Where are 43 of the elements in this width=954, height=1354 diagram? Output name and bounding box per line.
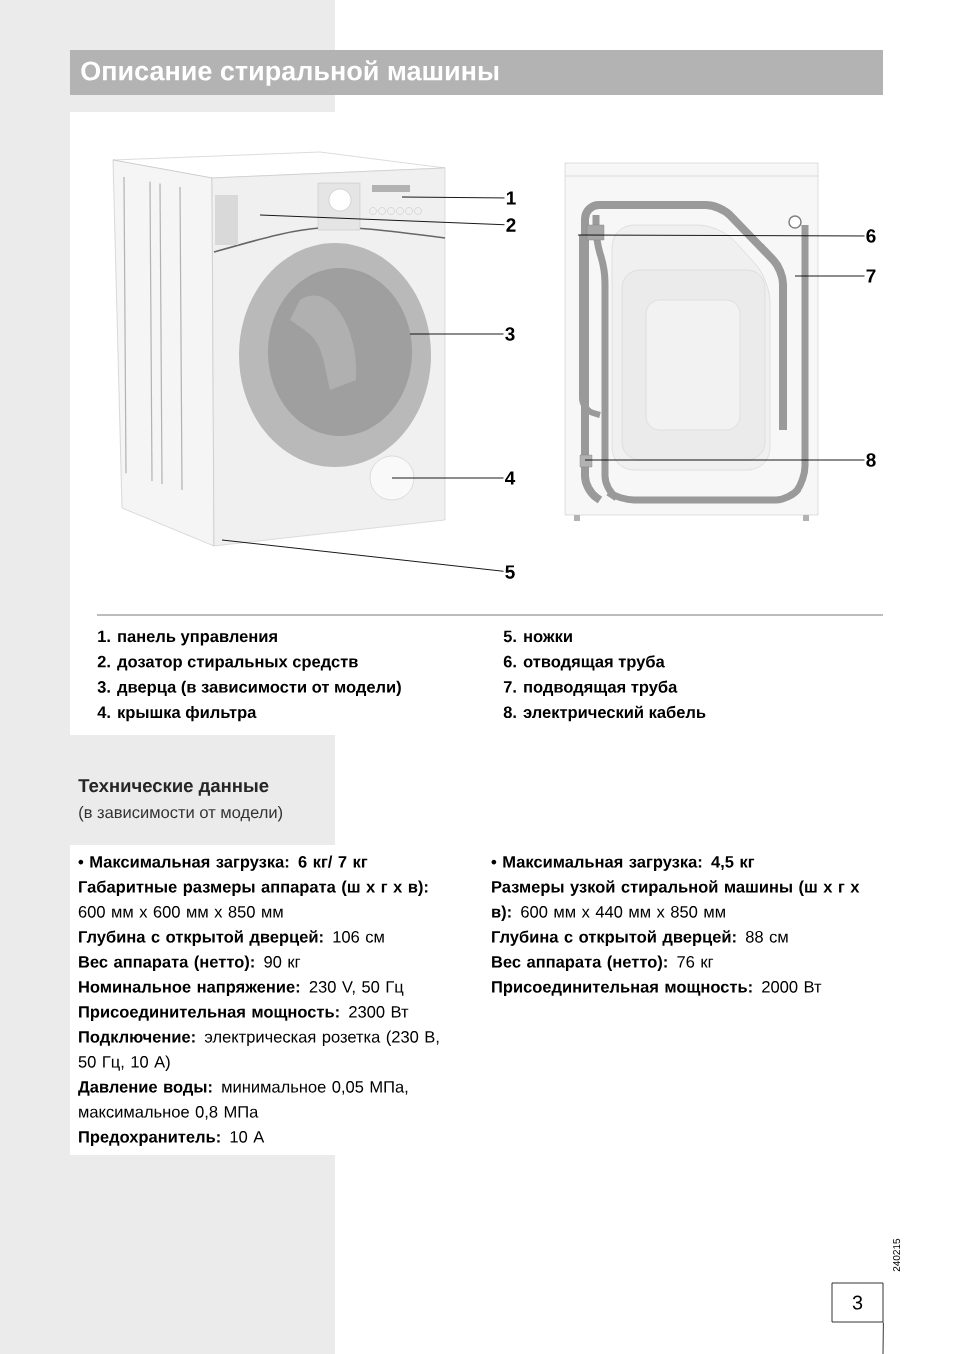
spec-line: Габаритные размеры аппарата (ш x г x в): 600 мм x 600 мм x 850 мм [78,880,428,918]
leader-line [409,333,504,335]
callout-number: 5 [505,565,515,579]
spec-line: Предохранитель: 10 А [79,1131,265,1146]
callout-number: 2 [506,218,516,232]
leader-line [794,275,865,277]
parts-list-item: 1. панель управления [98,630,277,646]
leader-line [584,459,865,461]
document-code: 240215 [893,1238,901,1272]
parts-list-item: 8. электрический кабель [503,705,706,722]
leader-line [391,477,504,479]
spec-line: Вес аппарата (нетто): 90 кг [79,955,301,971]
leader-line [401,196,505,199]
spec-line: Номинальное напряжение: 230 V, 50 Гц [79,981,404,996]
leader-line [577,234,865,237]
spec-line: Глубина с открытой дверцей: 88 см [492,930,788,946]
section-heading: Технические данные [78,779,269,796]
spec-line: Присоединительная мощность: 2000 Вт [492,981,822,996]
parts-list-item: 3. дверца (в зависимости от модели) [97,680,401,697]
parts-list-item: 6. отводящая труба [503,655,665,671]
spec-line: Подключение: электрическая розетка (230 В, 50 Гц, 10 А) [78,1030,439,1071]
spec-line: Размеры узкой стиральной машины (ш x г x в): 600 мм x 440 мм x 850 мм [492,880,860,921]
callout-number: 3 [505,327,515,341]
spec-line: • Максимальная загрузка: 4,5 кг [491,856,755,871]
parts-list-item: 7. подводящая труба [503,680,678,697]
spec-line: Глубина с открытой дверцей: 106 см [79,930,384,946]
parts-list-item: 5. ножки [503,630,572,643]
spec-line: • Максимальная загрузка: 6 кг/ 7 кг [78,855,368,871]
spec-line: Присоединительная мощность: 2300 Вт [79,1006,409,1021]
parts-list-item: 4. крышка фильтра [97,705,257,722]
title-band: Описание стиральной машины [70,50,883,95]
spec-line: Вес аппарата (нетто): 76 кг [492,955,714,971]
callout-number: 6 [866,229,876,243]
callout-number: 7 [866,269,876,283]
leader-line [221,539,504,572]
callout-number: 1 [506,191,516,205]
callout-number: 4 [505,471,516,485]
page-number-box: 3 [831,1282,884,1323]
section-subtitle: (в зависимости от модели) [79,806,283,822]
parts-list-item: 2. дозатор стиральных средств [97,655,358,671]
spec-line: Давление воды: минимальное 0,05 МПа, максимальное 0,8 МПа [78,1081,408,1120]
callout-number: 8 [866,453,876,467]
leader-line [259,214,505,226]
